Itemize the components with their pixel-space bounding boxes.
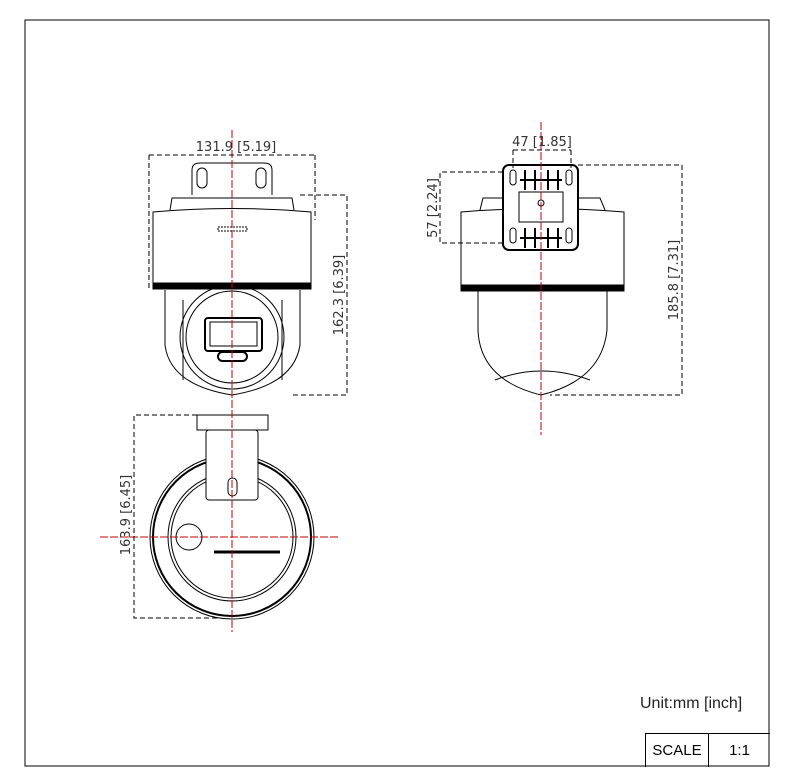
side-height-dim: 185.8 [7.31] xyxy=(667,240,682,320)
side-view xyxy=(460,164,625,396)
bottom-depth-dim: 163.9 [6.45] xyxy=(119,475,134,555)
drawing-frame xyxy=(24,19,770,767)
bottom-centerlines xyxy=(100,400,340,632)
scale-box: SCALE 1:1 xyxy=(645,733,770,767)
bracket-height-dim: 57 [2.24] xyxy=(426,178,441,238)
front-width-dim: 131.9 [5.19] xyxy=(196,140,276,155)
front-dimensions xyxy=(148,154,348,396)
front-height-dim: 162.3 [6.39] xyxy=(332,255,347,335)
bottom-dimension xyxy=(133,414,220,619)
unit-label: Unit:mm [inch] xyxy=(640,695,743,712)
scale-value: 1:1 xyxy=(729,742,750,759)
bracket-width-dim: 47 [1.85] xyxy=(512,135,572,150)
scale-label: SCALE xyxy=(646,734,709,767)
side-dimensions xyxy=(439,149,683,396)
